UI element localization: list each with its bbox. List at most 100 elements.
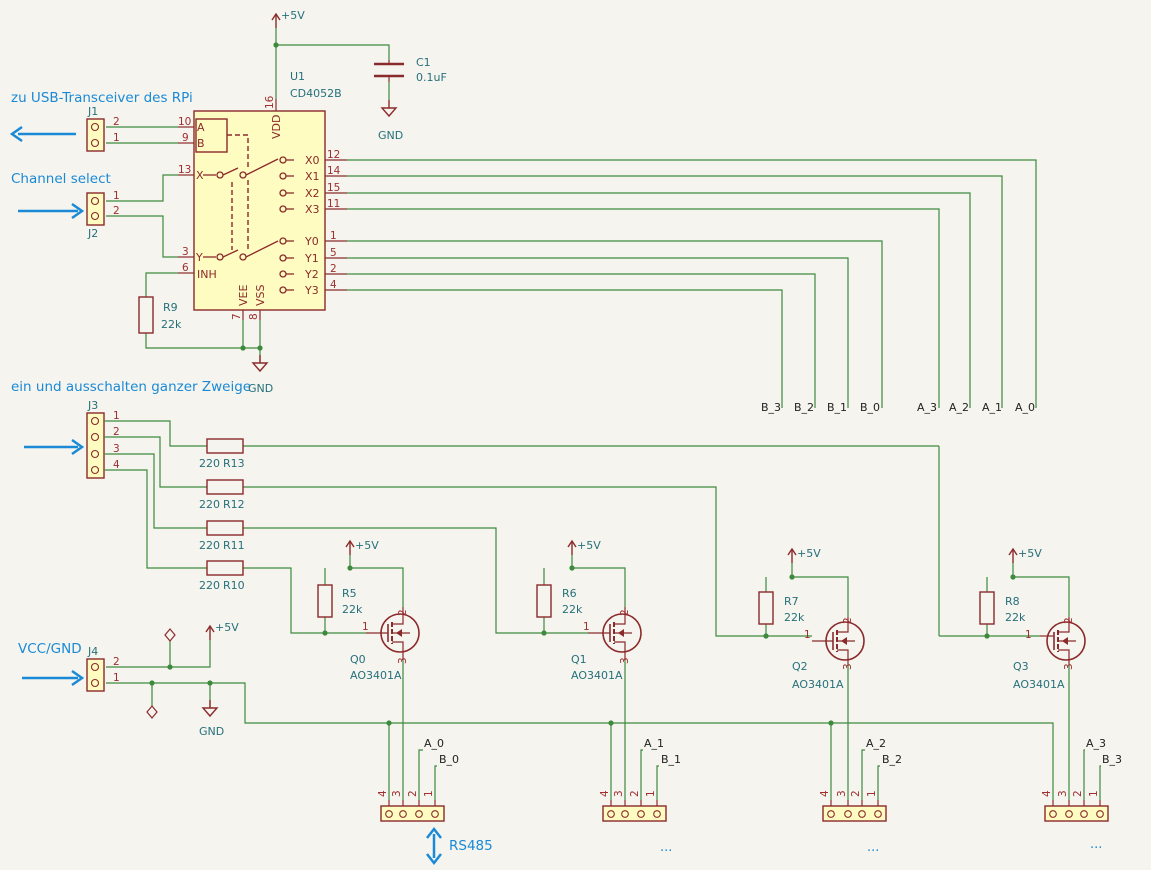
svg-text:220: 220 xyxy=(199,498,220,511)
svg-text:4: 4 xyxy=(377,790,389,797)
gnd-symbol-u1: GND xyxy=(248,354,273,395)
net-label-a3: A_3 xyxy=(917,401,937,414)
u1-pin-y1: Y1 xyxy=(304,252,319,265)
svg-text:22k: 22k xyxy=(562,603,583,616)
u1-pinnum-x0: 12 xyxy=(327,149,340,161)
power-flag-gnd-icon xyxy=(146,705,158,719)
svg-text:220: 220 xyxy=(199,579,220,592)
svg-text:B_1: B_1 xyxy=(661,753,681,766)
svg-text:2: 2 xyxy=(619,609,631,616)
svg-text:22k: 22k xyxy=(342,603,363,616)
u1-value: CD4052B xyxy=(290,87,342,100)
u1-pinnum-x1: 14 xyxy=(327,165,341,177)
svg-text:2: 2 xyxy=(1063,617,1075,624)
svg-text:2: 2 xyxy=(1072,790,1084,797)
svg-text:Q3: Q3 xyxy=(1013,660,1029,673)
u1-pinnum-x2: 15 xyxy=(327,182,340,194)
net-label-a2: A_2 xyxy=(949,401,969,414)
svg-text:+5V: +5V xyxy=(281,9,305,22)
u1-pin-y2: Y2 xyxy=(304,268,319,281)
svg-text:AO3401A: AO3401A xyxy=(1013,678,1065,691)
svg-text:GND: GND xyxy=(199,725,224,738)
annotation-channel: Channel select xyxy=(11,171,111,220)
j3-pin-2: 2 xyxy=(113,426,120,438)
svg-text:2: 2 xyxy=(629,790,641,797)
vcc-symbol-q3: +5V xyxy=(1008,547,1042,564)
svg-text:B_2: B_2 xyxy=(882,753,902,766)
connector-j4: J4 2 1 xyxy=(86,645,120,692)
r9-ref: R9 xyxy=(163,301,178,314)
power-flag-vcc-icon xyxy=(164,628,176,642)
u1-pin-x: X xyxy=(196,169,204,182)
svg-text:GND: GND xyxy=(378,129,403,142)
j4-ref: J4 xyxy=(87,645,98,658)
svg-text:3: 3 xyxy=(613,790,625,797)
svg-text:220: 220 xyxy=(199,457,220,470)
connector-out-2: 4 3 2 1 xyxy=(819,790,887,822)
mosfet-q3: 1 2 3 Q3 AO3401A xyxy=(1013,617,1086,691)
svg-text:R10: R10 xyxy=(223,579,245,592)
svg-text:A_0: A_0 xyxy=(424,737,444,750)
u1-pin-x3: X3 xyxy=(305,203,320,216)
svg-text:+5V: +5V xyxy=(797,547,821,560)
u1-pin-b: B xyxy=(197,137,205,150)
svg-text:R12: R12 xyxy=(223,498,245,511)
svg-text:A_2: A_2 xyxy=(866,737,886,750)
svg-text:AO3401A: AO3401A xyxy=(350,669,402,682)
net-label-b3: B_3 xyxy=(761,401,781,414)
svg-text:1: 1 xyxy=(583,621,590,633)
arrow-head-icon xyxy=(9,125,23,143)
resistor-r7: R7 22k xyxy=(758,591,805,625)
svg-text:4: 4 xyxy=(819,790,831,797)
net-label-a0: A_0 xyxy=(1015,401,1035,414)
vcc-symbol-q1: +5V xyxy=(567,539,601,556)
j4-pin-2: 2 xyxy=(113,656,120,668)
resistor-r6: R6 22k xyxy=(536,584,583,618)
u1-pin-inh: INH xyxy=(197,268,217,281)
u1-pinnum-vss: 8 xyxy=(248,313,260,320)
j2-pin-2: 2 xyxy=(113,205,120,217)
svg-text:1: 1 xyxy=(804,629,811,641)
svg-text:R5: R5 xyxy=(342,587,357,600)
u1-pinnum-vee: 7 xyxy=(231,313,243,320)
svg-text:+5V: +5V xyxy=(215,621,239,634)
u1-pinnum-y2: 2 xyxy=(330,263,337,275)
u1-pin-vee: VEE xyxy=(237,285,250,306)
net-label-b0: B_0 xyxy=(860,401,880,414)
vcc-symbol-u1: +5V xyxy=(271,9,305,29)
resistor-r9: R9 22k xyxy=(138,296,182,334)
svg-text:1: 1 xyxy=(423,790,435,797)
j3-pin-3: 3 xyxy=(113,443,120,455)
svg-text:3: 3 xyxy=(391,790,403,797)
wires xyxy=(106,28,1101,800)
net-label-a1: A_1 xyxy=(982,401,1002,414)
gnd-symbol-c1: GND xyxy=(378,99,403,142)
svg-text:R8: R8 xyxy=(1005,595,1020,608)
j1-pin-2: 2 xyxy=(113,116,120,128)
svg-text:+5V: +5V xyxy=(577,539,601,552)
j2-ref: J2 xyxy=(87,227,98,240)
connector-j2: J2 1 2 xyxy=(86,190,120,240)
note-branches-text: ein und ausschalten ganzer Zweige xyxy=(11,379,251,395)
note-usb-text: zu USB-Transceiver des RPi xyxy=(11,90,193,106)
mosfet-q0: 1 2 3 Q0 AO3401A xyxy=(350,607,420,682)
connector-j1: J1 2 1 xyxy=(86,105,120,152)
j4-pin-1: 1 xyxy=(113,672,120,684)
j2-pin-1: 1 xyxy=(113,190,120,202)
svg-text:R6: R6 xyxy=(562,587,577,600)
j3-ref: J3 xyxy=(87,399,98,412)
capacitor-c1: C1 0.1uF xyxy=(374,56,447,84)
u1-pinnum-y: 3 xyxy=(182,246,189,258)
svg-text:1: 1 xyxy=(1025,629,1032,641)
u1-pin-y3: Y3 xyxy=(304,284,319,297)
svg-text:2: 2 xyxy=(397,609,409,616)
u1-pin-y0: Y0 xyxy=(304,235,319,248)
annotation-usb: zu USB-Transceiver des RPi xyxy=(9,90,193,143)
ellipsis-1: ... xyxy=(660,840,672,855)
junctions xyxy=(149,42,1016,726)
channel-2: R7 22k 1 2 3 Q2 AO3401A A_2 B_2 4 3 2 1 xyxy=(758,591,902,822)
j3-pin-1: 1 xyxy=(113,410,120,422)
svg-text:R13: R13 xyxy=(223,457,245,470)
annotation-rs485: RS485 xyxy=(426,826,493,866)
svg-text:22k: 22k xyxy=(1005,611,1026,624)
